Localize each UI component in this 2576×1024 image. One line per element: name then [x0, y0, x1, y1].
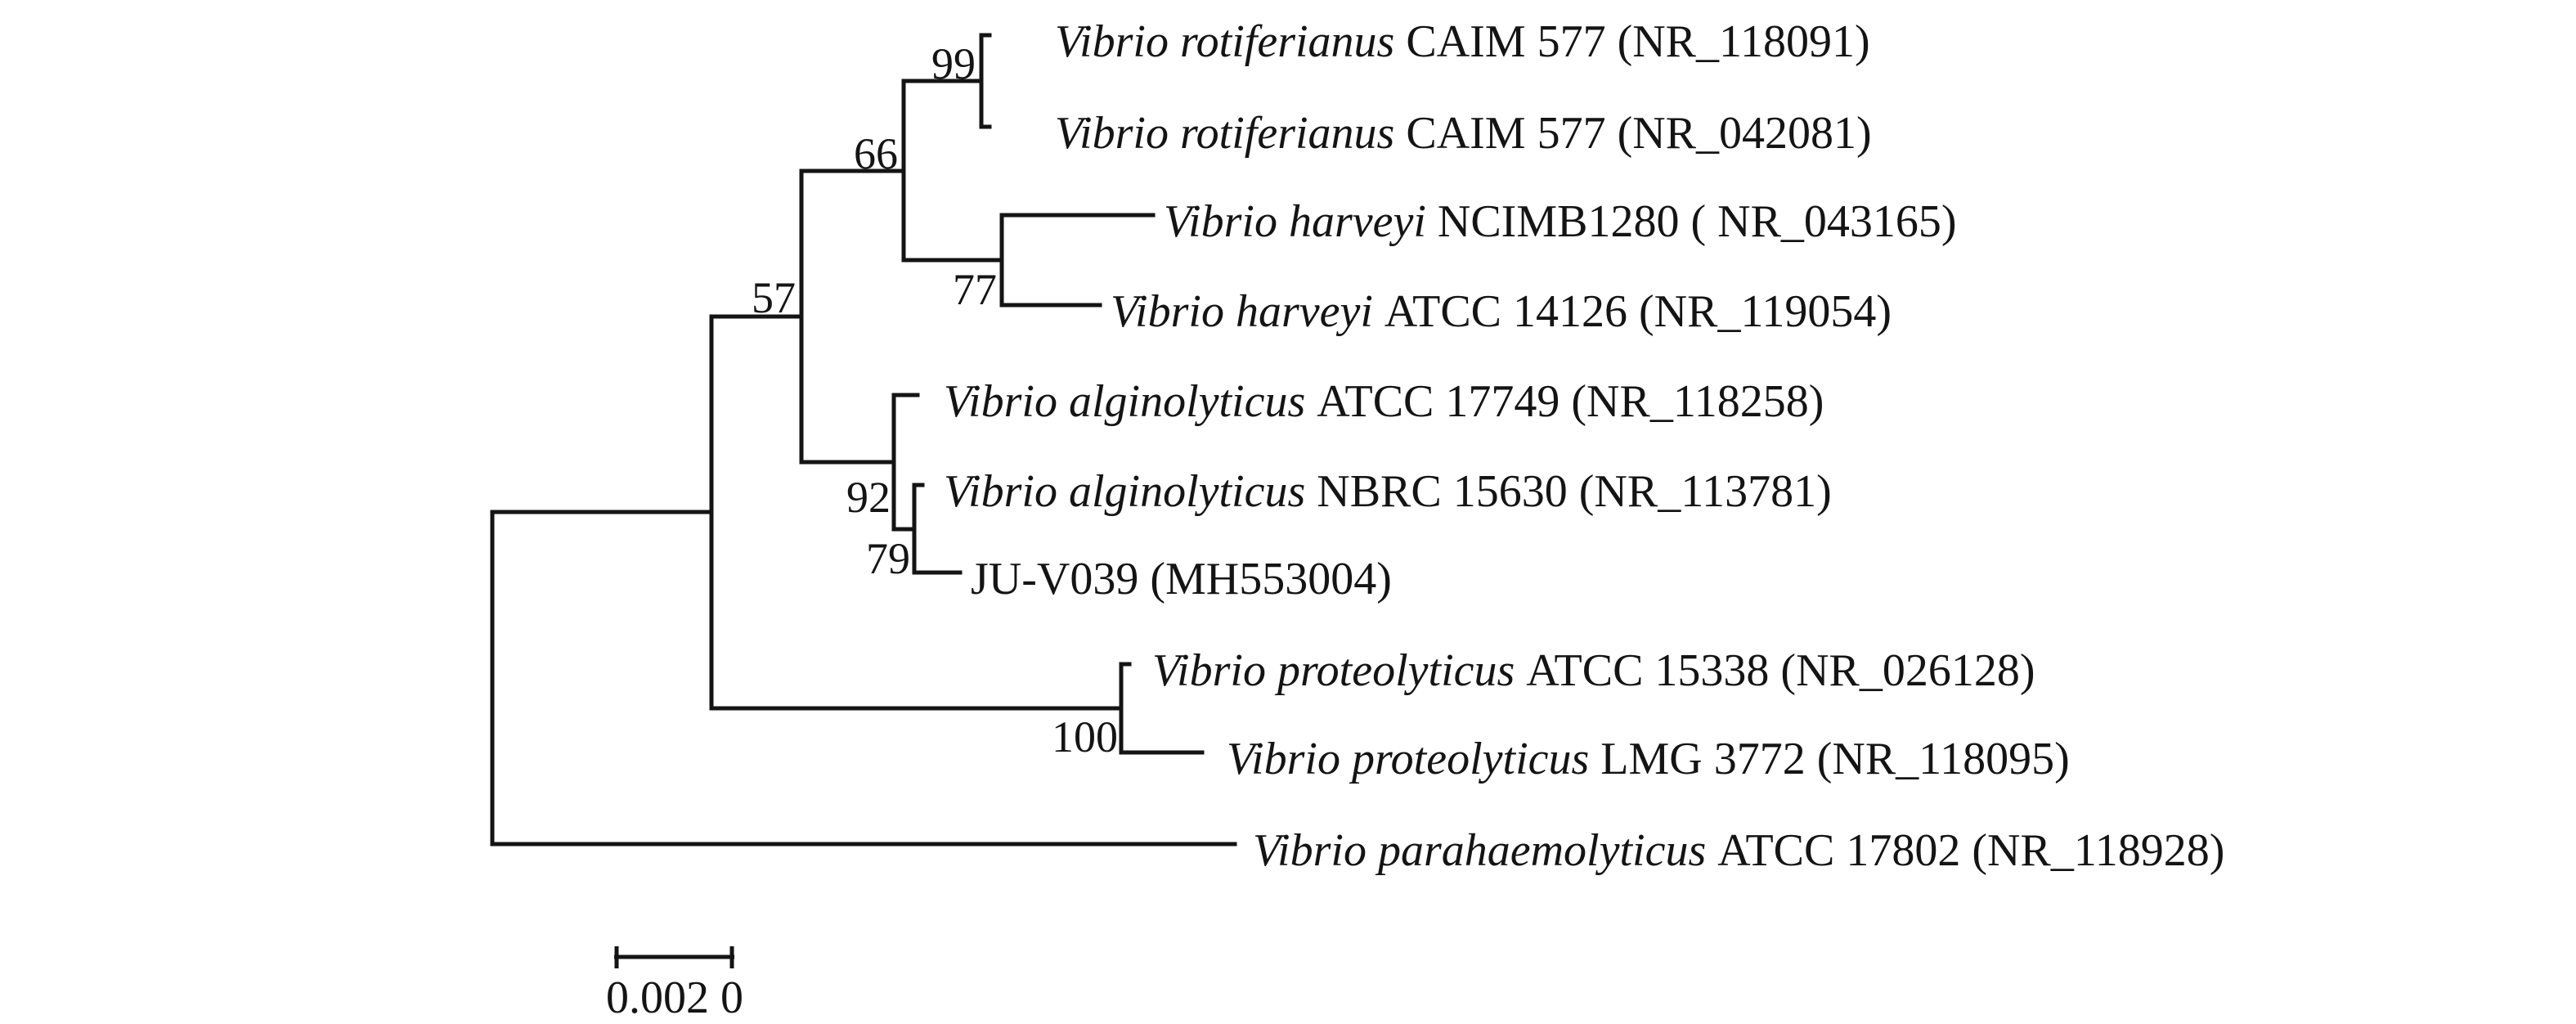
taxon-strain-accession: NCIMB1280 ( NR_043165)	[1438, 196, 1957, 247]
bootstrap-label-57: 57	[752, 273, 796, 322]
taxon-strain-accession: NBRC 15630 (NR_113781)	[1317, 466, 1832, 517]
taxon-strain-accession: CAIM 577 (NR_118091)	[1406, 16, 1869, 67]
taxon-species-name: Vibrio proteolyticus	[1152, 645, 1515, 696]
taxon-strain-accession: CAIM 577 (NR_042081)	[1406, 108, 1871, 159]
bootstrap-label-79: 79	[866, 534, 910, 583]
taxon-strain-accession: ATCC 14126 (NR_119054)	[1384, 286, 1892, 337]
scale-bar-label: 0.002 0	[606, 972, 743, 1023]
tree-branches	[490, 33, 1237, 847]
taxon-species-name: Vibrio parahaemolyticus	[1253, 825, 1706, 876]
taxon-species-name: Vibrio harveyi	[1111, 286, 1373, 337]
taxon-species-name: Vibrio alginolyticus	[944, 376, 1305, 427]
taxon-label: JU-V039 (MH553004)	[971, 554, 1392, 604]
bootstrap-label-66: 66	[854, 129, 898, 178]
bootstrap-label-99: 99	[931, 39, 976, 88]
taxon-species-name: Vibrio rotiferianus	[1055, 108, 1394, 159]
taxon-strain-accession: ATCC 17749 (NR_118258)	[1317, 376, 1824, 427]
taxon-strain-accession: ATCC 15338 (NR_026128)	[1526, 645, 2035, 696]
taxon-species-name: Vibrio harveyi	[1164, 196, 1426, 247]
bootstrap-label-100: 100	[1052, 712, 1118, 761]
taxon-strain-accession: ATCC 17802 (NR_118928)	[1717, 825, 2224, 876]
taxon-species-name: Vibrio proteolyticus	[1227, 734, 1589, 784]
bootstrap-label-77: 77	[953, 265, 997, 314]
taxon-strain-accession: JU-V039 (MH553004)	[971, 554, 1392, 604]
taxon-strain-accession: LMG 3772 (NR_118095)	[1600, 734, 2069, 784]
taxon-species-name: Vibrio rotiferianus	[1055, 16, 1394, 67]
scale-bar	[614, 946, 734, 968]
taxon-species-name: Vibrio alginolyticus	[944, 466, 1305, 517]
bootstrap-label-92: 92	[846, 473, 891, 522]
